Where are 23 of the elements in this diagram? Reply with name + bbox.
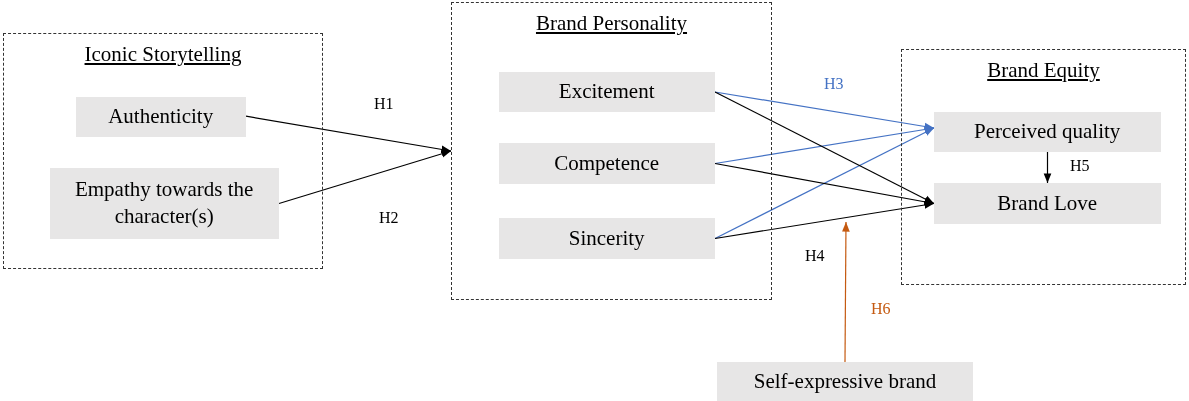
arrow [1043,151,1052,184]
arrow [278,150,452,205]
concept-box: Self-expressive brand [717,362,973,401]
group-box [3,33,323,269]
arrow [714,125,935,165]
arrow [714,201,935,240]
group-box [451,2,772,300]
concept-box: Empathy towards the character(s) [49,167,279,239]
concept-box: Excitement [498,71,715,112]
arrow [714,91,935,205]
group-title: Iconic Storytelling [84,42,242,66]
concept-box: Brand Love [933,182,1161,224]
group-title: Brand Personality [535,11,688,35]
arrow [245,115,452,154]
arrow [842,221,850,363]
arrow [714,127,935,240]
arrow [714,91,935,131]
group-box [901,49,1186,285]
concept-box: Competence [498,142,715,184]
concept-box: Authenticity [75,96,246,137]
concept-box: Perceived quality [933,111,1161,152]
concept-box: Sincerity [498,217,715,259]
group-title: Brand Equity [987,58,1100,82]
